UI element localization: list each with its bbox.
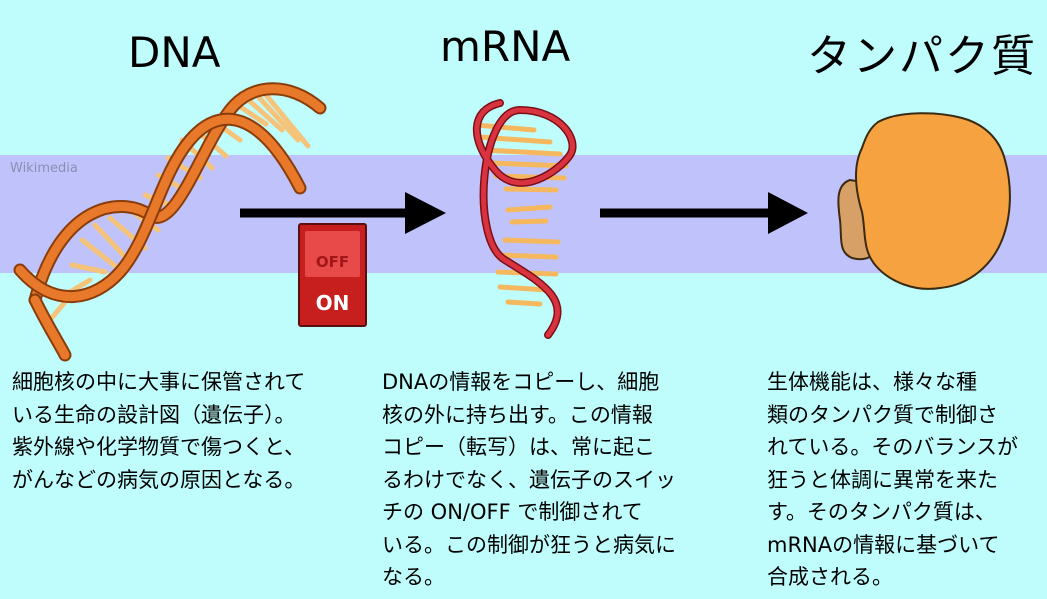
mrna-description-line: DNAの情報をコピーし、細胞 [382,370,660,394]
mrna-description: DNAの情報をコピーし、細胞 核の外に持ち出す。この情報 コピー（転写）は、常に… [382,366,676,594]
switch-off-label: OFF [315,253,350,271]
watermark: Wikimedia [10,161,78,176]
dna-description-line: がんなどの病気の原因となる。 [12,467,306,492]
arrow-dna-to-mrna-icon [240,192,446,234]
protein-icon [837,112,1011,290]
switch-on-label: ON [315,291,350,315]
protein-description-line: 合成される。 [767,565,893,589]
protein-description-line: 狂うと体調に異常を来た [767,467,998,492]
protein-title: タンパク質 [807,31,1037,82]
dna-description-line: 細胞核の中に大事に保管されて [12,370,306,394]
mrna-strand-icon [472,99,577,339]
protein-description-line: れている。そのバランスが [767,435,1018,459]
mrna-description-line: コピー（転写）は、常に起こ [382,435,655,459]
on-off-switch-icon: OFF ON [298,223,367,327]
protein-description-line: 類のタンパク質で制御さ [767,402,998,427]
protein-description: 生体機能は、様々な種 類のタンパク質で制御さ れている。そのバランスが 狂うと体… [767,366,1018,594]
dna-helix-icon [13,82,327,362]
protein-description-line: mRNAの情報に基づいて [767,532,1000,557]
mrna-description-line: 核の外に持ち出す。この情報 [382,402,653,427]
mrna-description-line: いる。この制御が狂うと病気に [382,532,676,557]
dna-description: 細胞核の中に大事に保管されて いる生命の設計図（遺伝子）。 紫外線や化学物質で傷… [12,366,305,496]
mrna-title: mRNA [440,22,571,71]
mrna-description-line: るわけでなく、遺伝子のスイッ [382,467,676,492]
protein-description-line: す。そのタンパク質は、 [767,500,996,524]
dna-title: DNA [128,28,221,77]
dna-description-line: 紫外線や化学物質で傷つくと、 [12,435,306,459]
mrna-description-line: なる。 [382,565,445,589]
protein-description-line: 生体機能は、様々な種 [767,370,977,394]
dna-description-line: いる生命の設計図（遺伝子）。 [12,402,296,427]
mrna-description-line: チの ON/OFF で制御されて [382,500,643,524]
arrow-mrna-to-protein-icon [600,192,808,234]
switch-off-plate [305,231,360,277]
